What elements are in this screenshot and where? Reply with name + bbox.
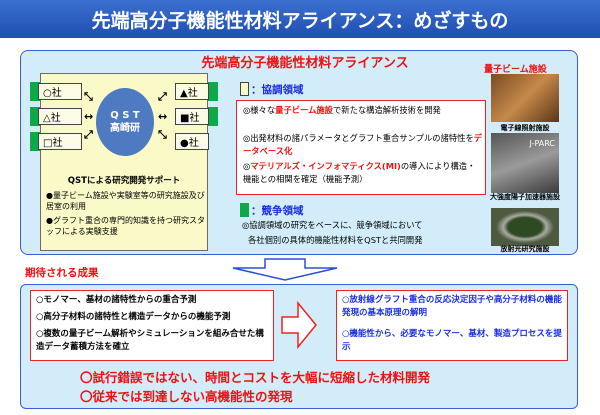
competitive-tab	[208, 82, 218, 101]
competitive-text: 各社個別の具体的機能性材料をQSTと共同開発	[248, 235, 423, 245]
results-right-box: ○放射線グラフト重合の反応決定因子や高分子材料の機能発現の基本原理の解明 ○機能…	[336, 290, 568, 361]
cooperative-item: ◎出発材料の諸パラメータとグラフト重合サンプルの諸特性をデータベース化	[243, 133, 483, 156]
final-outcome: 〇試行錯誤ではない、時間とコストを大幅に短縮した材料開発	[80, 370, 431, 385]
company-box: ▲社	[175, 83, 209, 100]
cooperative-box: ◎様々な量子ビーム施設で新たな構造解析技術を開発 ◎出発材料の諸パラメータとグラ…	[236, 100, 486, 195]
alliance-title: 先端高分子機能性材料アライアンス	[201, 56, 409, 71]
arrow-icon: ⤡	[84, 90, 93, 103]
facility-label: 電子線照射施設	[500, 124, 550, 132]
slide-title: 先端高分子機能性材料アライアンス：めざすもの	[0, 0, 600, 38]
facility-label: 放射光研究施設	[500, 245, 550, 253]
support-title: QSTによる研究開発サポート	[67, 176, 181, 186]
cooperative-item: ◎様々な量子ビーム施設で新たな構造解析技術を開発	[243, 105, 441, 115]
cooperative-item: ◎マテリアルズ・インフォマティクス(MI)の導入により構造・機能との相関を確定（…	[243, 161, 476, 184]
electron-beam-facility-photo	[491, 74, 559, 122]
cooperative-label: ：協調領域	[251, 84, 304, 96]
result-item: ○機能性から、必要なモノマー、基材、製造プロセスを提示	[342, 329, 562, 352]
competitive-tab	[208, 107, 218, 126]
takasaki-label: 高崎研	[110, 123, 140, 134]
j-parc-label: J-PARC	[529, 139, 556, 148]
competitive-label: ：競争領域	[251, 205, 304, 217]
right-arrow-icon	[281, 300, 317, 350]
competitive-tab	[30, 82, 40, 101]
down-arrow-icon	[232, 258, 338, 281]
facilities-title: 量子ビーム施設	[484, 65, 547, 75]
competitive-tab	[30, 132, 40, 151]
qst-takasaki-circle: Q S T 高崎研	[96, 88, 154, 156]
results-title: 期待される成果	[25, 267, 99, 279]
arrow-icon: ⤡	[158, 128, 167, 141]
company-box: ●社	[175, 133, 209, 150]
facility-label: 大強度陽子加速器施設	[490, 193, 560, 201]
result-item: ○高分子材料の諸特性と構造データからの機能予測	[36, 312, 231, 322]
support-item: ●量子ビーム施設や実験室等の研究施設及び居室の利用	[46, 191, 205, 211]
synchrotron-photo	[491, 208, 559, 246]
arrow-icon: ↔	[84, 110, 94, 123]
results-left-box: ○モノマー、基材の諸特性からの重合予測 ○高分子材料の諸特性と構造データからの機…	[30, 290, 274, 361]
cooperative-legend-swatch	[240, 82, 249, 96]
arrow-icon: ↔	[158, 110, 168, 123]
support-item: ●グラフト重合の専門的知識を持つ研究スタッフによる実験支援	[46, 216, 205, 236]
result-item: ○複数の量子ビーム解析やシミュレーションを組み合せた構造データ蓄積方法を確立	[36, 329, 264, 352]
company-box: □社	[38, 133, 82, 150]
competitive-text: ◎協調領域の研究をベースに、競争領域において	[242, 220, 423, 230]
arrow-icon: ⤢	[158, 90, 167, 103]
result-item: ○放射線グラフト重合の反応決定因子や高分子材料の機能発現の基本原理の解明	[342, 295, 562, 318]
competitive-legend-swatch	[240, 203, 249, 217]
j-parc-photo: J-PARC	[491, 133, 559, 193]
result-item: ○モノマー、基材の諸特性からの重合予測	[36, 295, 197, 305]
company-box: ○社	[38, 83, 82, 100]
company-box: △社	[38, 108, 82, 125]
competitive-tab	[30, 107, 40, 126]
qst-label: Q S T	[110, 110, 140, 121]
company-box: ■社	[175, 108, 209, 125]
final-outcome: 〇従来では到達しない高機能性の発現	[80, 389, 293, 404]
arrow-icon: ⤢	[84, 128, 93, 141]
